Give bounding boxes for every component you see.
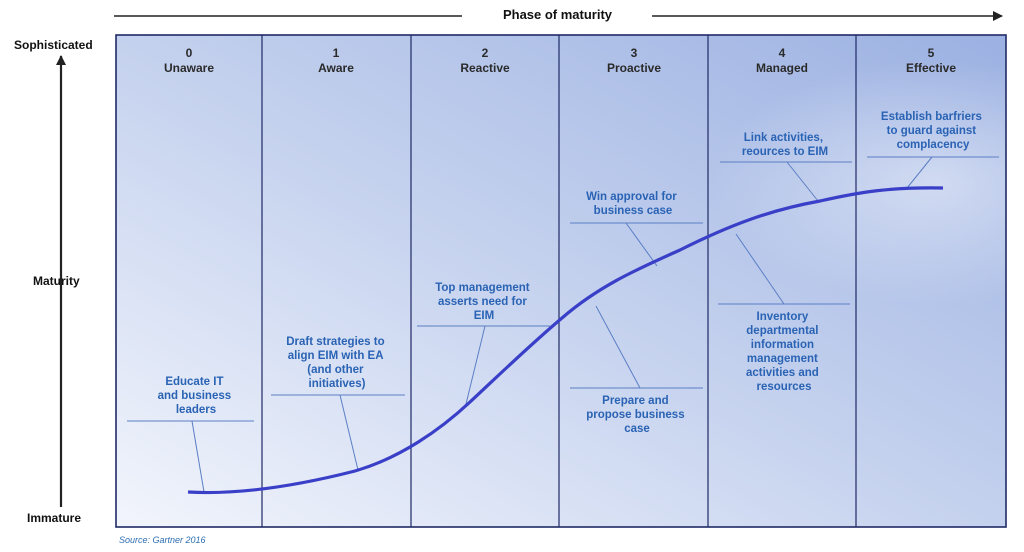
phase-4-number: 4 (779, 46, 786, 60)
phase-0-number: 0 (186, 46, 193, 60)
callout-prepare-propose: Prepare and propose business case (586, 395, 688, 435)
phase-2-name: Reactive (460, 61, 510, 75)
phase-3-name: Proactive (607, 61, 661, 75)
callout-lines (127, 156, 999, 493)
callout-top-management: Top management asserts need for EIM (435, 282, 533, 322)
y-label-maturity: Maturity (33, 274, 80, 288)
chart-frame (115, 34, 1007, 528)
callout-link-activities: Link activities, reources to EIM (742, 132, 828, 158)
maturity-curve (187, 186, 944, 495)
phase-headers: 0 Unaware 1 Aware 2 Reactive 3 Proactive… (164, 46, 956, 75)
source-note: Source: Gartner 2016 (119, 535, 206, 545)
phase-5-number: 5 (928, 46, 935, 60)
callouts: Educate IT and business leaders Draft st… (158, 111, 985, 435)
callout-educate: Educate IT and business leaders (158, 376, 235, 416)
phase-0-name: Unaware (164, 61, 214, 75)
y-label-sophisticated: Sophisticated (14, 38, 93, 52)
phase-4-name: Managed (756, 61, 808, 75)
callout-inventory: Inventory departmental information manag… (746, 311, 822, 393)
y-label-immature: Immature (27, 511, 82, 525)
phase-of-maturity-title: Phase of maturity (502, 7, 613, 22)
callout-draft-strategies: Draft strategies to align EIM with EA (a… (286, 336, 388, 390)
phase-2-number: 2 (482, 46, 489, 60)
chart-highlight (116, 35, 1006, 527)
phase-5-name: Effective (906, 61, 956, 75)
callout-win-approval: Win approval for business case (586, 191, 680, 217)
phase-3-number: 3 (631, 46, 638, 60)
callout-establish-barriers: Establish barfriers to guard against com… (881, 111, 985, 151)
phase-1-number: 1 (333, 46, 340, 60)
phase-1-name: Aware (318, 61, 354, 75)
